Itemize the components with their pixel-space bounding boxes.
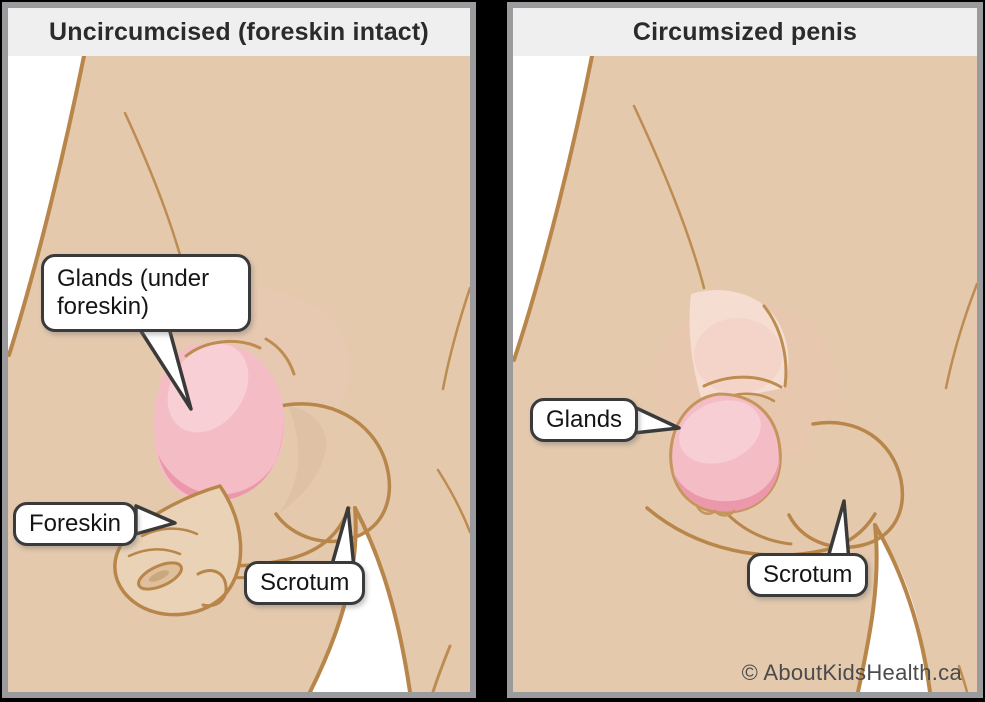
panel-title: Circumsized penis: [632, 17, 858, 46]
callout-label: Foreskin: [29, 510, 122, 537]
anatomy-illustration-uncircumcised: [8, 56, 470, 692]
panel-uncircumcised: Uncircumcised (foreskin intact): [2, 2, 476, 698]
callout-tails: [134, 326, 356, 570]
callout-scrotum-left: Scrotum: [244, 561, 366, 605]
callout-label: Glands (under foreskin): [57, 265, 210, 320]
callout-scrotum-right: Scrotum: [747, 553, 869, 597]
callout-label: Scrotum: [763, 561, 853, 588]
illustration-area: Glands (under foreskin) Foreskin Scrotum: [8, 56, 470, 692]
glans-exposed: [669, 392, 782, 517]
callout-label: Scrotum: [260, 569, 350, 596]
illustration-area: Glands Scrotum © AboutKidsHealth.ca: [513, 56, 977, 692]
panel-circumcised: Circumsized penis: [507, 2, 983, 698]
callout-foreskin: Foreskin: [13, 502, 138, 546]
anatomy-illustration-circumcised: [513, 56, 977, 692]
panel-title: Uncircumcised (foreskin intact): [49, 17, 429, 46]
panel-title-bar: Uncircumcised (foreskin intact): [8, 8, 470, 56]
copyright-watermark: © AboutKidsHealth.ca: [741, 660, 962, 685]
penis-shaft: [689, 290, 789, 404]
callout-glands-under-foreskin: Glands (under foreskin): [41, 254, 251, 332]
callout-glands: Glands: [530, 398, 639, 442]
leg-outlines: [856, 523, 969, 692]
penis-foreskin-intact: [154, 337, 296, 503]
callout-label: Glands: [546, 406, 623, 433]
panel-title-bar: Circumsized penis: [513, 8, 977, 56]
